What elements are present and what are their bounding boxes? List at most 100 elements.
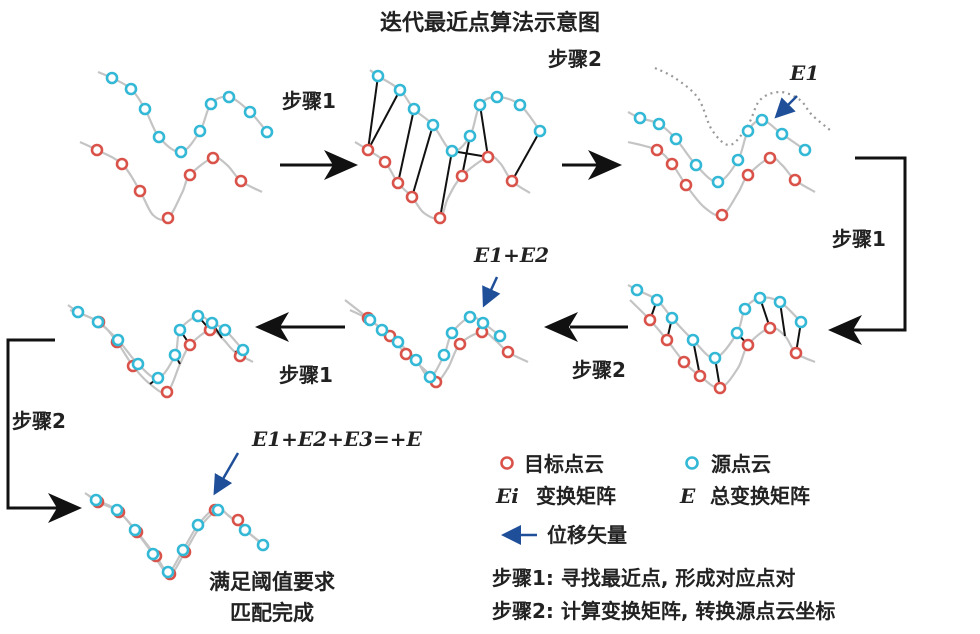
correspondence-line xyxy=(439,150,453,219)
source-point xyxy=(211,503,225,517)
source-point xyxy=(476,316,490,330)
vector-arrow-total xyxy=(213,452,240,496)
step-label-1-top: 步骤1 xyxy=(282,89,336,113)
vector-arrow-e1 xyxy=(774,95,798,119)
source-point xyxy=(131,357,145,371)
target-point xyxy=(160,385,174,399)
source-point xyxy=(493,329,507,343)
legend-target-marker xyxy=(500,456,514,470)
legend-source-marker xyxy=(685,456,699,470)
target-point xyxy=(650,143,664,157)
source-point xyxy=(375,323,389,337)
source-point xyxy=(463,310,477,324)
source-point xyxy=(391,335,405,349)
legend-e-symbol: E xyxy=(679,484,696,508)
source-point xyxy=(168,348,182,362)
target-point xyxy=(455,169,469,183)
target-point xyxy=(715,208,729,222)
source-point xyxy=(407,102,421,116)
legend-target-label: 目标点云 xyxy=(524,452,604,476)
source-point xyxy=(731,153,745,167)
arrow-panel2-to-panel3 xyxy=(562,150,622,180)
correspondence-line xyxy=(367,89,401,151)
source-point xyxy=(708,351,722,365)
source-point xyxy=(236,343,250,357)
target-point xyxy=(183,338,197,352)
target-point xyxy=(133,184,147,198)
target-point xyxy=(763,151,777,165)
source-point xyxy=(176,543,190,557)
source-curve xyxy=(97,70,268,154)
source-point xyxy=(238,523,252,537)
annotation-total: E1+E2+E3=+E xyxy=(251,427,423,451)
source-point xyxy=(665,311,679,325)
correspondence-line xyxy=(397,108,415,184)
target-point xyxy=(741,168,755,182)
correspondence-line xyxy=(479,104,489,158)
source-point xyxy=(473,98,487,112)
source-point xyxy=(730,326,744,340)
source-point xyxy=(652,117,666,131)
source-point xyxy=(105,71,119,85)
source-point xyxy=(371,69,385,83)
target-point xyxy=(763,321,777,335)
source-point xyxy=(711,175,725,189)
note-step2: 步骤2: 计算变换矩阵, 转换源点云坐标 xyxy=(492,599,835,623)
source-point xyxy=(689,158,703,172)
target-point xyxy=(481,150,495,164)
source-point xyxy=(445,326,459,340)
source-point xyxy=(490,90,504,104)
target-point xyxy=(741,338,755,352)
source-point xyxy=(260,125,274,139)
source-point xyxy=(110,503,124,517)
target-point xyxy=(693,369,707,383)
target-point xyxy=(453,337,467,351)
source-point xyxy=(152,130,166,144)
final-caption-line1: 满足阈值要求 xyxy=(209,570,335,594)
target-point xyxy=(206,151,220,165)
source-point xyxy=(363,313,377,327)
flow-arrows xyxy=(6,150,907,523)
source-point xyxy=(463,129,477,143)
arrow-panel1-to-panel2 xyxy=(280,150,358,180)
correspondence-line xyxy=(411,124,434,198)
target-point xyxy=(713,381,727,395)
source-point xyxy=(686,333,700,347)
arrow-panel4-to-panel5 xyxy=(544,312,628,342)
target-point xyxy=(115,157,129,171)
target-point xyxy=(679,178,693,192)
target-point xyxy=(433,211,447,225)
source-point xyxy=(138,102,152,116)
target-point xyxy=(665,157,679,171)
target-point xyxy=(643,313,657,327)
legend-source-label: 源点云 xyxy=(711,452,771,476)
panel-iteration2-transformed xyxy=(344,299,529,389)
target-point xyxy=(361,143,375,157)
step-label-1-right: 步骤1 xyxy=(832,227,886,251)
step-label-2-top: 步骤2 xyxy=(548,47,602,71)
target-point xyxy=(161,211,175,225)
source-point xyxy=(794,315,808,329)
target-point xyxy=(788,173,802,187)
target-point xyxy=(378,155,392,169)
source-point xyxy=(445,144,459,158)
source-point xyxy=(193,124,207,138)
correspondence-line xyxy=(511,130,541,182)
legend-e-label: 总变换矩阵 xyxy=(710,484,810,508)
source-point xyxy=(243,105,257,119)
source-point xyxy=(71,305,85,319)
source-point xyxy=(513,98,527,112)
arrow-panel3-to-panel4 xyxy=(828,156,907,345)
correspondence-line xyxy=(461,135,471,177)
source-point xyxy=(173,323,187,337)
target-point xyxy=(660,333,674,347)
panel-initial xyxy=(79,70,274,225)
annotation-e1: E1 xyxy=(789,61,819,85)
source-point xyxy=(755,113,769,127)
source-point xyxy=(161,565,175,579)
step-label-2-mid: 步骤2 xyxy=(572,358,626,382)
source-point xyxy=(630,283,644,297)
target-point xyxy=(677,355,691,369)
target-point xyxy=(90,143,104,157)
source-point xyxy=(174,145,188,159)
